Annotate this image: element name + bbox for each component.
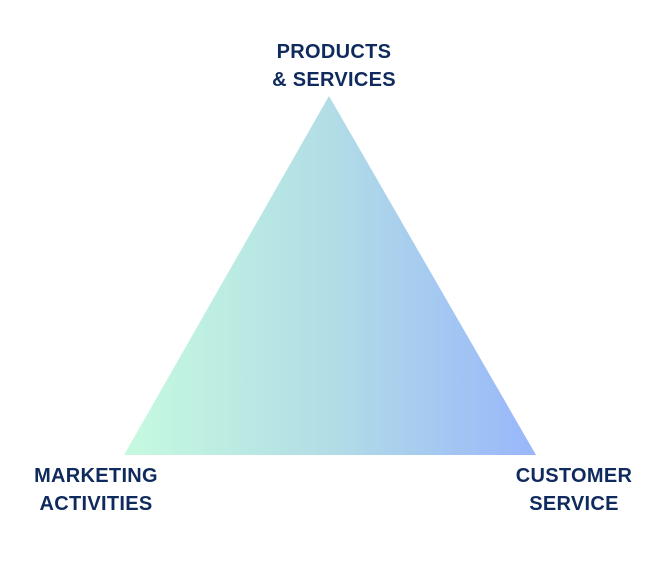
- vertex-label-line: CUSTOMER: [515, 465, 633, 487]
- vertex-label-line: ACTIVITIES: [39, 493, 153, 515]
- vertex-label-line: & SERVICES: [272, 69, 396, 91]
- vertex-label-products-services: PRODUCTS & SERVICES: [234, 38, 434, 94]
- gradient-triangle: [124, 96, 536, 455]
- vertex-label-customer-service: CUSTOMER SERVICE: [484, 462, 664, 518]
- vertex-label-line: MARKETING: [34, 465, 158, 487]
- vertex-label-line: PRODUCTS: [276, 41, 392, 63]
- vertex-label-marketing-activities: MARKETING ACTIVITIES: [6, 462, 186, 518]
- vertex-label-line: SERVICE: [529, 493, 619, 515]
